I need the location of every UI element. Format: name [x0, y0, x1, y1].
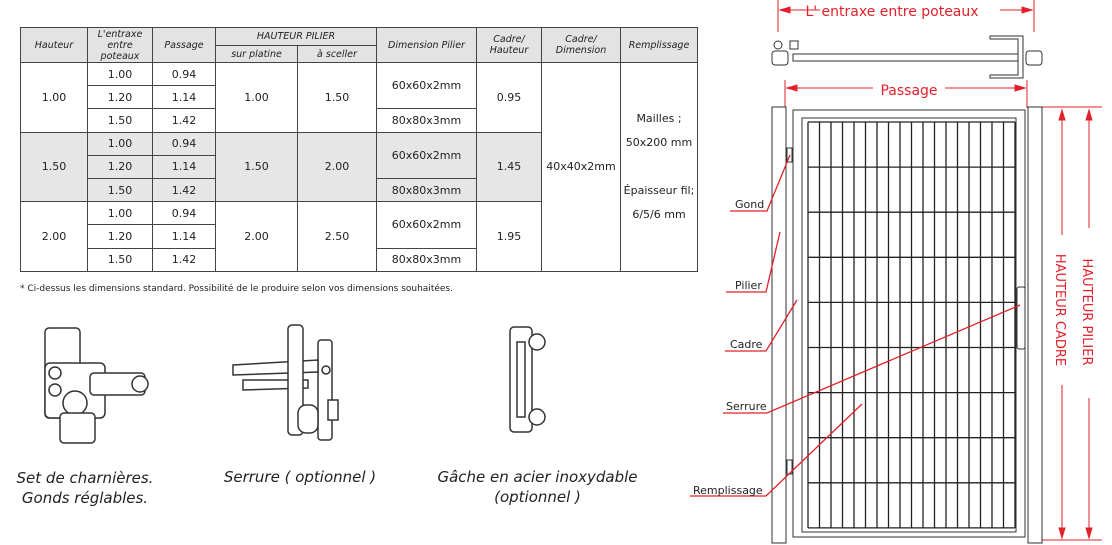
pillar-left	[771, 106, 787, 544]
gate-top-view	[771, 35, 1043, 79]
hauteur-cadre-label: HAUTEUR CADRE	[1052, 254, 1067, 366]
cell-entraxe: 1.20	[87, 154, 153, 179]
pillar-right	[1027, 106, 1043, 544]
gate-mesh	[801, 117, 1017, 533]
callout-cadre: Cadre	[730, 338, 763, 351]
cell-dimension-pilier: 60x60x2mm	[376, 61, 477, 110]
cell-a-sceller: 2.50	[297, 201, 377, 272]
hinge-illustration	[44, 327, 149, 444]
cell-hauteur: 2.00	[20, 201, 88, 272]
header-hauteur: Hauteur	[20, 27, 88, 63]
cell-sur-platine: 2.00	[215, 201, 298, 272]
cell-entraxe: 1.20	[87, 85, 153, 110]
header-remplissage: Remplissage	[620, 27, 698, 63]
cell-passage: 1.14	[152, 224, 216, 249]
entraxe-label: L' entraxe entre poteaux	[805, 4, 978, 20]
cell-passage: 1.42	[152, 247, 216, 272]
cell-hauteur: 1.50	[20, 131, 88, 203]
passage-label: Passage	[880, 83, 937, 99]
header-cadre-dimension: Cadre/ Dimension	[541, 27, 621, 63]
caption-hinge: Set de charnières.Gonds réglables.	[16, 469, 154, 507]
footnote: * Ci-dessus les dimensions standard. Pos…	[20, 284, 453, 294]
cell-hauteur: 1.00	[20, 62, 88, 133]
cell-entraxe: 1.50	[87, 177, 153, 203]
cell-passage: 1.42	[152, 177, 216, 203]
cell-dimension-pilier: 80x80x3mm	[376, 247, 477, 272]
cell-entraxe: 1.00	[87, 61, 153, 87]
cell-cadre-hauteur: 1.95	[476, 201, 542, 272]
lock-illustration	[232, 324, 339, 441]
caption-strike: Gâche en acier inoxydable(optionnel )	[437, 468, 638, 506]
hauteur-pilier-label: HAUTEUR PILIER	[1079, 258, 1094, 365]
callout-pilier: Pilier	[735, 279, 762, 292]
strike-plate-illustration	[509, 326, 546, 433]
cell-sur-platine: 1.50	[215, 131, 298, 203]
header-sur-platine: sur platine	[215, 45, 298, 63]
callout-lines	[690, 154, 1021, 497]
spec-table: Hauteur L'entraxe entre poteaux Passage …	[20, 27, 698, 272]
callout-remplissage: Remplissage	[693, 484, 763, 497]
cell-cadre-hauteur: 1.45	[476, 131, 542, 203]
cell-passage: 1.14	[152, 85, 216, 110]
cell-entraxe: 1.20	[87, 224, 153, 249]
cell-dimension-pilier: 60x60x2mm	[376, 201, 477, 249]
cell-passage: 0.94	[152, 61, 216, 87]
header-passage: Passage	[152, 27, 216, 63]
caption-lock: Serrure ( optionnel )	[223, 468, 377, 486]
header-dimension-pilier: Dimension Pilier	[376, 27, 477, 63]
cell-dimension-pilier: 80x80x3mm	[376, 177, 477, 203]
cell-passage: 0.94	[152, 201, 216, 226]
cell-cadre-dimension: 40x40x2mm	[541, 62, 621, 272]
header-cadre-hauteur: Cadre/ Hauteur	[476, 27, 542, 63]
cell-passage: 1.14	[152, 154, 216, 179]
callout-gond: Gond	[735, 198, 764, 211]
cell-cadre-hauteur: 0.95	[476, 62, 542, 133]
header-a-sceller: à sceller	[297, 45, 377, 63]
lock-icon	[1016, 286, 1026, 350]
cell-entraxe: 1.00	[87, 131, 153, 156]
callout-serrure: Serrure	[726, 400, 767, 413]
